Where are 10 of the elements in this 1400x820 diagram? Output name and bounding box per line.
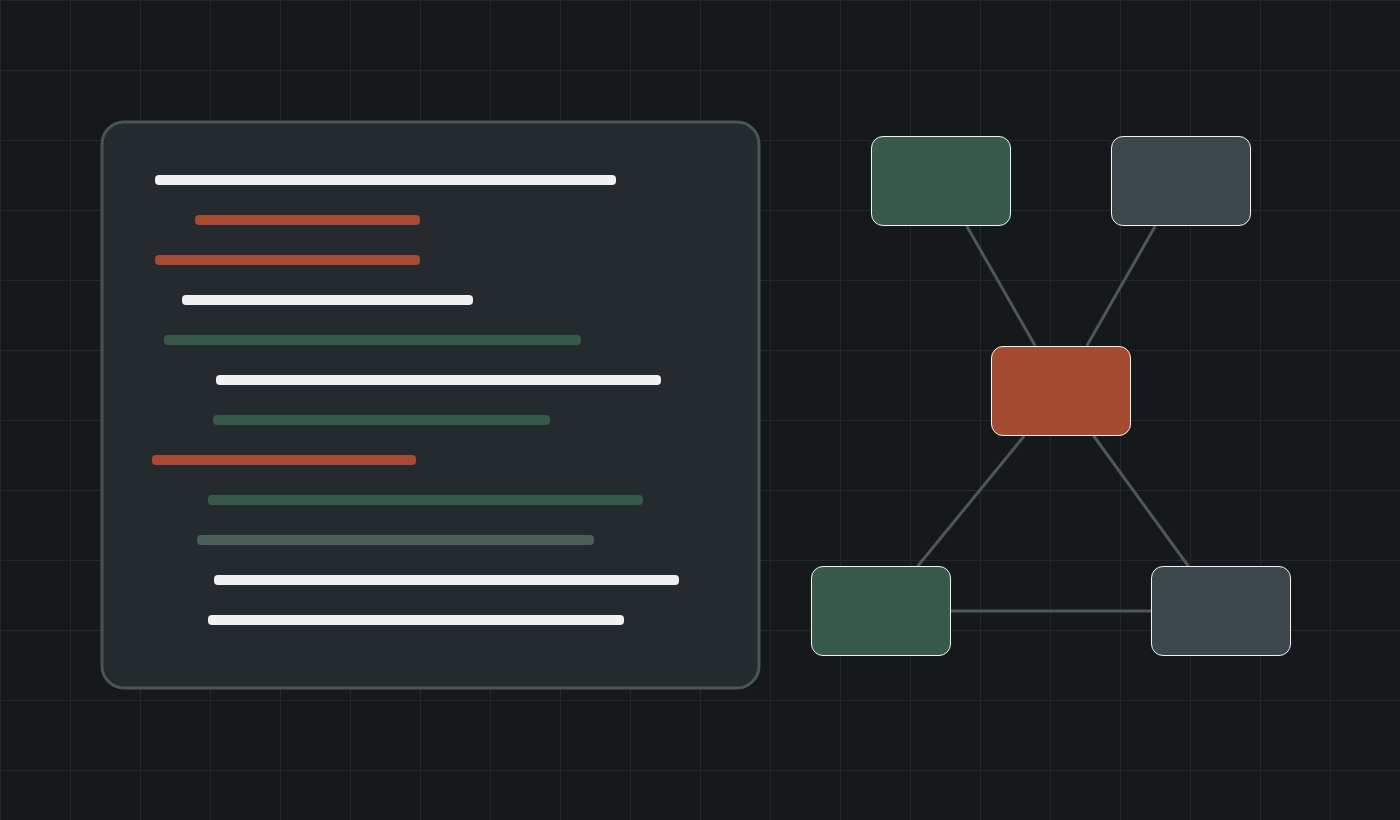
node-box <box>1111 136 1251 226</box>
node-box <box>811 566 951 656</box>
node-box <box>1151 566 1291 656</box>
connector-line <box>951 609 1151 613</box>
node-box <box>991 346 1131 436</box>
connector-line <box>1085 225 1157 347</box>
connector-line <box>1092 435 1190 567</box>
connector-line <box>965 225 1037 347</box>
node-box <box>871 136 1011 226</box>
connector-line <box>916 435 1026 567</box>
